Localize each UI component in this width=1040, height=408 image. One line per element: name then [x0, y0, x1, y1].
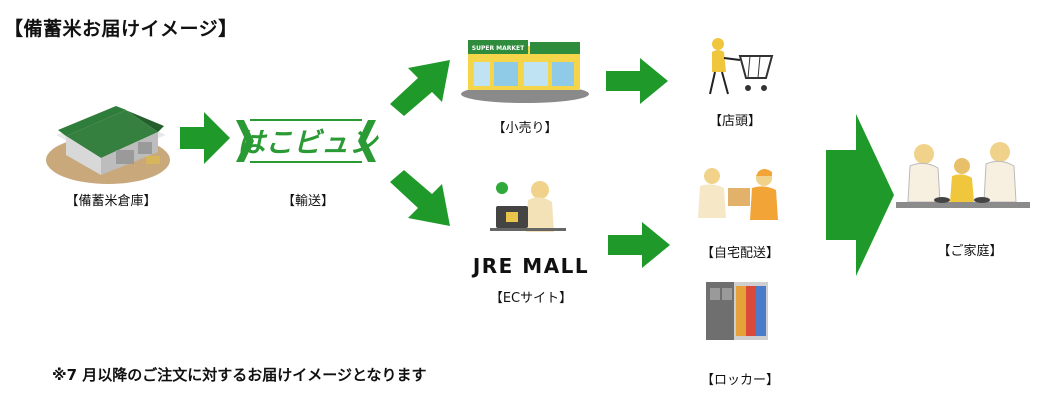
locker-label: 【ロッカー】 — [700, 373, 779, 388]
retail-label: 【小売り】 — [492, 121, 558, 136]
page-title: 【備蓄米お届けイメージ】 — [4, 18, 238, 40]
hakobyun-text: はこビュン — [237, 126, 379, 159]
ec-site-label: 【ECサイト】 — [489, 291, 573, 306]
warehouse-label: 【備蓄米倉庫】 — [65, 194, 157, 209]
jre-mall-logo: JRE MALL — [472, 254, 590, 278]
arrow-ec-to-delivery — [608, 222, 670, 268]
home-delivery-label: 【自宅配送】 — [700, 246, 779, 261]
locker-illustration — [706, 282, 768, 340]
footnote: ※7 月以降のご注文に対するお届けイメージとなります — [52, 366, 427, 384]
arrow-transport-to-retail — [384, 56, 454, 116]
transport-label: 【輸送】 — [281, 194, 334, 209]
arrow-to-home — [826, 114, 894, 276]
ec-person-illustration — [482, 176, 572, 238]
store-label: 【店頭】 — [708, 114, 761, 129]
family-illustration — [896, 132, 1030, 218]
arrow-transport-to-ec — [384, 170, 454, 230]
shopper-illustration — [700, 34, 776, 100]
home-label: 【ご家庭】 — [937, 244, 1003, 259]
arrow-retail-to-store — [606, 58, 668, 104]
supermarket-sign: SUPER MARKET — [472, 45, 525, 52]
hakobyun-logo: はこビュン — [232, 112, 382, 170]
arrow-warehouse-to-transport — [180, 112, 230, 164]
warehouse-illustration — [46, 90, 176, 185]
supermarket-illustration: SUPER MARKET — [460, 36, 590, 104]
delivery-illustration — [692, 162, 788, 228]
